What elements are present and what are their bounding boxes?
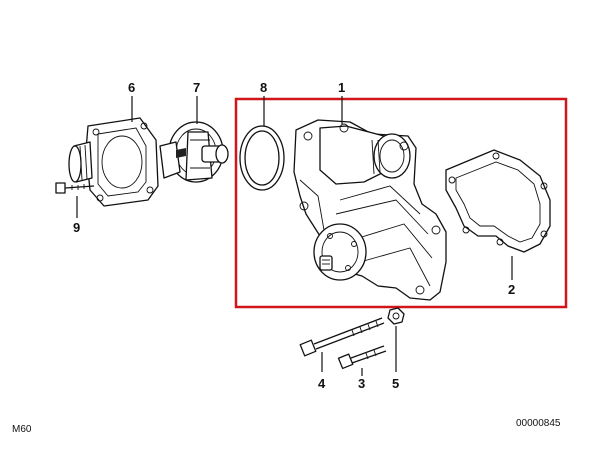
callout-8: 8	[260, 80, 267, 95]
callout-4: 4	[318, 376, 326, 391]
callout-7: 7	[193, 80, 200, 95]
part-4-long-bolt[interactable]	[299, 317, 385, 357]
callout-6: 6	[128, 80, 135, 95]
highlight-frame	[234, 97, 568, 309]
part-2-gasket[interactable]	[445, 149, 551, 253]
part-7-thermostat[interactable]	[159, 121, 229, 183]
callout-3: 3	[358, 376, 365, 391]
diagram-code: 00000845	[516, 418, 561, 429]
callout-5: 5	[392, 376, 399, 391]
part-8-o-ring[interactable]	[239, 125, 285, 191]
part-6-thermostat-cover[interactable]	[68, 117, 159, 207]
part-9-bolt[interactable]	[55, 182, 95, 194]
part-3-short-bolt[interactable]	[337, 345, 387, 370]
callout-2: 2	[508, 282, 515, 297]
callout-1: 1	[338, 80, 345, 95]
callout-9: 9	[73, 220, 80, 235]
part-1-water-pump[interactable]	[293, 119, 447, 301]
part-5-nut[interactable]	[387, 307, 405, 325]
model-label: M60	[12, 424, 32, 435]
